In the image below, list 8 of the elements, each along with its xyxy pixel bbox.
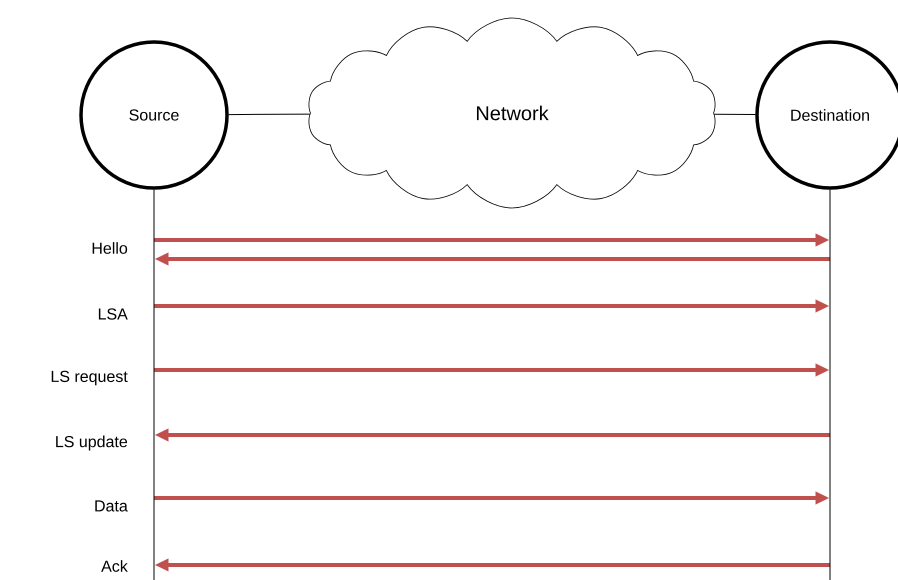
message-label: LSA: [98, 308, 128, 320]
connector-line: [714, 114, 756, 116]
message-label: Hello: [92, 242, 128, 254]
message-label: Data: [95, 500, 128, 512]
message-label: Ack: [101, 560, 128, 572]
message-label: LS update: [56, 436, 128, 450]
message-label: LS request: [52, 370, 128, 386]
connector-line: [228, 114, 310, 116]
